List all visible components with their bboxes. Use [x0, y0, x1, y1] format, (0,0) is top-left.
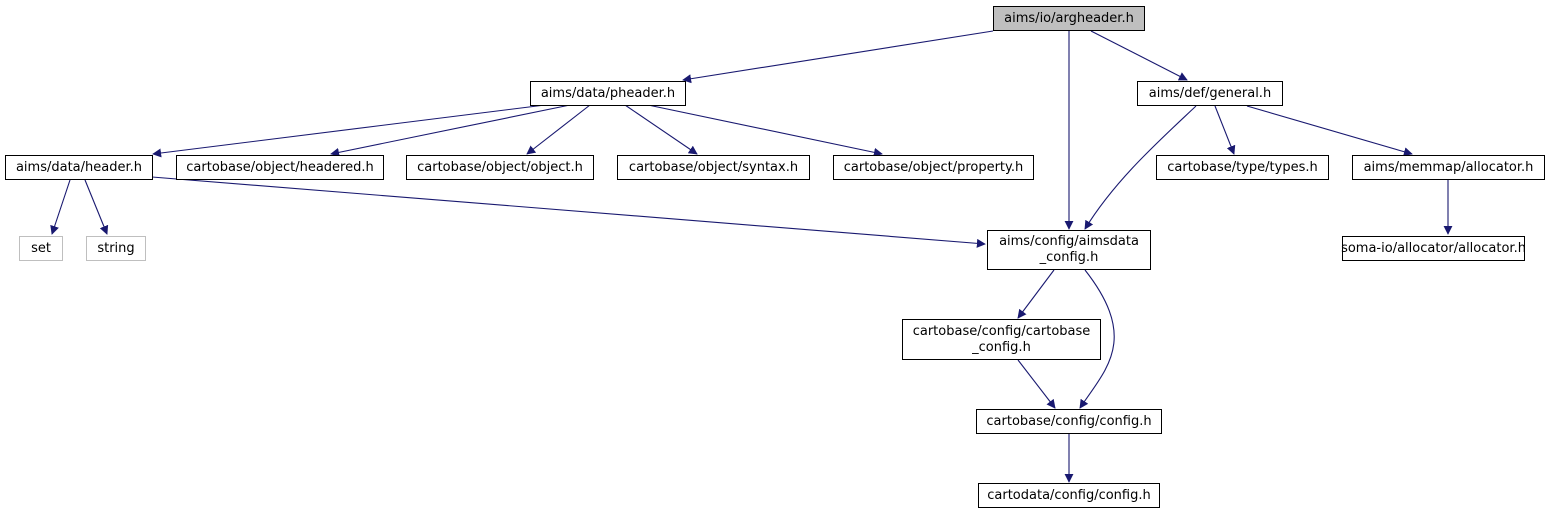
edge-pheader-syntax: [624, 104, 698, 155]
edge-argheader-pheader: [682, 30, 994, 84]
edge-cartobase-config-config-h: [1017, 359, 1056, 409]
node-syntax[interactable]: cartobase/object/syntax.h: [617, 155, 810, 180]
node-argheader[interactable]: aims/io/argheader.h: [993, 6, 1145, 31]
edge-pheader-object: [526, 104, 591, 155]
edge-aimsdata-config-h: [1079, 269, 1115, 409]
edge-pheader-header: [152, 104, 546, 158]
node-general[interactable]: aims/def/general.h: [1137, 81, 1283, 106]
node-cartobase-config[interactable]: cartobase/config/cartobase _config.h: [902, 319, 1101, 360]
edge-header-set: [50, 179, 71, 235]
node-string: string: [86, 236, 146, 261]
node-set: set: [19, 236, 63, 261]
node-cartodata-config-h[interactable]: cartodata/config/config.h: [978, 483, 1160, 508]
node-aimsdata-config[interactable]: aims/config/aimsdata _config.h: [987, 230, 1151, 270]
edge-header-aimsdata-config: [151, 176, 986, 248]
edge-general-aimsdata-config: [1084, 105, 1197, 230]
node-property[interactable]: cartobase/object/property.h: [833, 155, 1034, 180]
edge-aimsdata-cartobase-config: [1017, 269, 1055, 319]
edge-pheader-headered: [330, 104, 571, 157]
node-pheader[interactable]: aims/data/pheader.h: [530, 81, 686, 106]
edge-pheader-property: [647, 104, 883, 157]
node-object[interactable]: cartobase/object/object.h: [406, 155, 594, 180]
edge-argheader-general: [1090, 30, 1188, 81]
node-header[interactable]: aims/data/header.h: [5, 155, 153, 180]
node-types[interactable]: cartobase/type/types.h: [1156, 155, 1329, 180]
node-soma-allocator[interactable]: soma-io/allocator/allocator.h: [1341, 236, 1526, 261]
edge-general-memmap-allocator: [1246, 105, 1413, 157]
node-cartobase-config-h[interactable]: cartobase/config/config.h: [976, 409, 1162, 434]
node-headered[interactable]: cartobase/object/headered.h: [176, 155, 384, 180]
node-memmap-allocator[interactable]: aims/memmap/allocator.h: [1352, 155, 1545, 180]
edge-general-types: [1214, 105, 1236, 155]
edge-header-string: [84, 179, 109, 235]
